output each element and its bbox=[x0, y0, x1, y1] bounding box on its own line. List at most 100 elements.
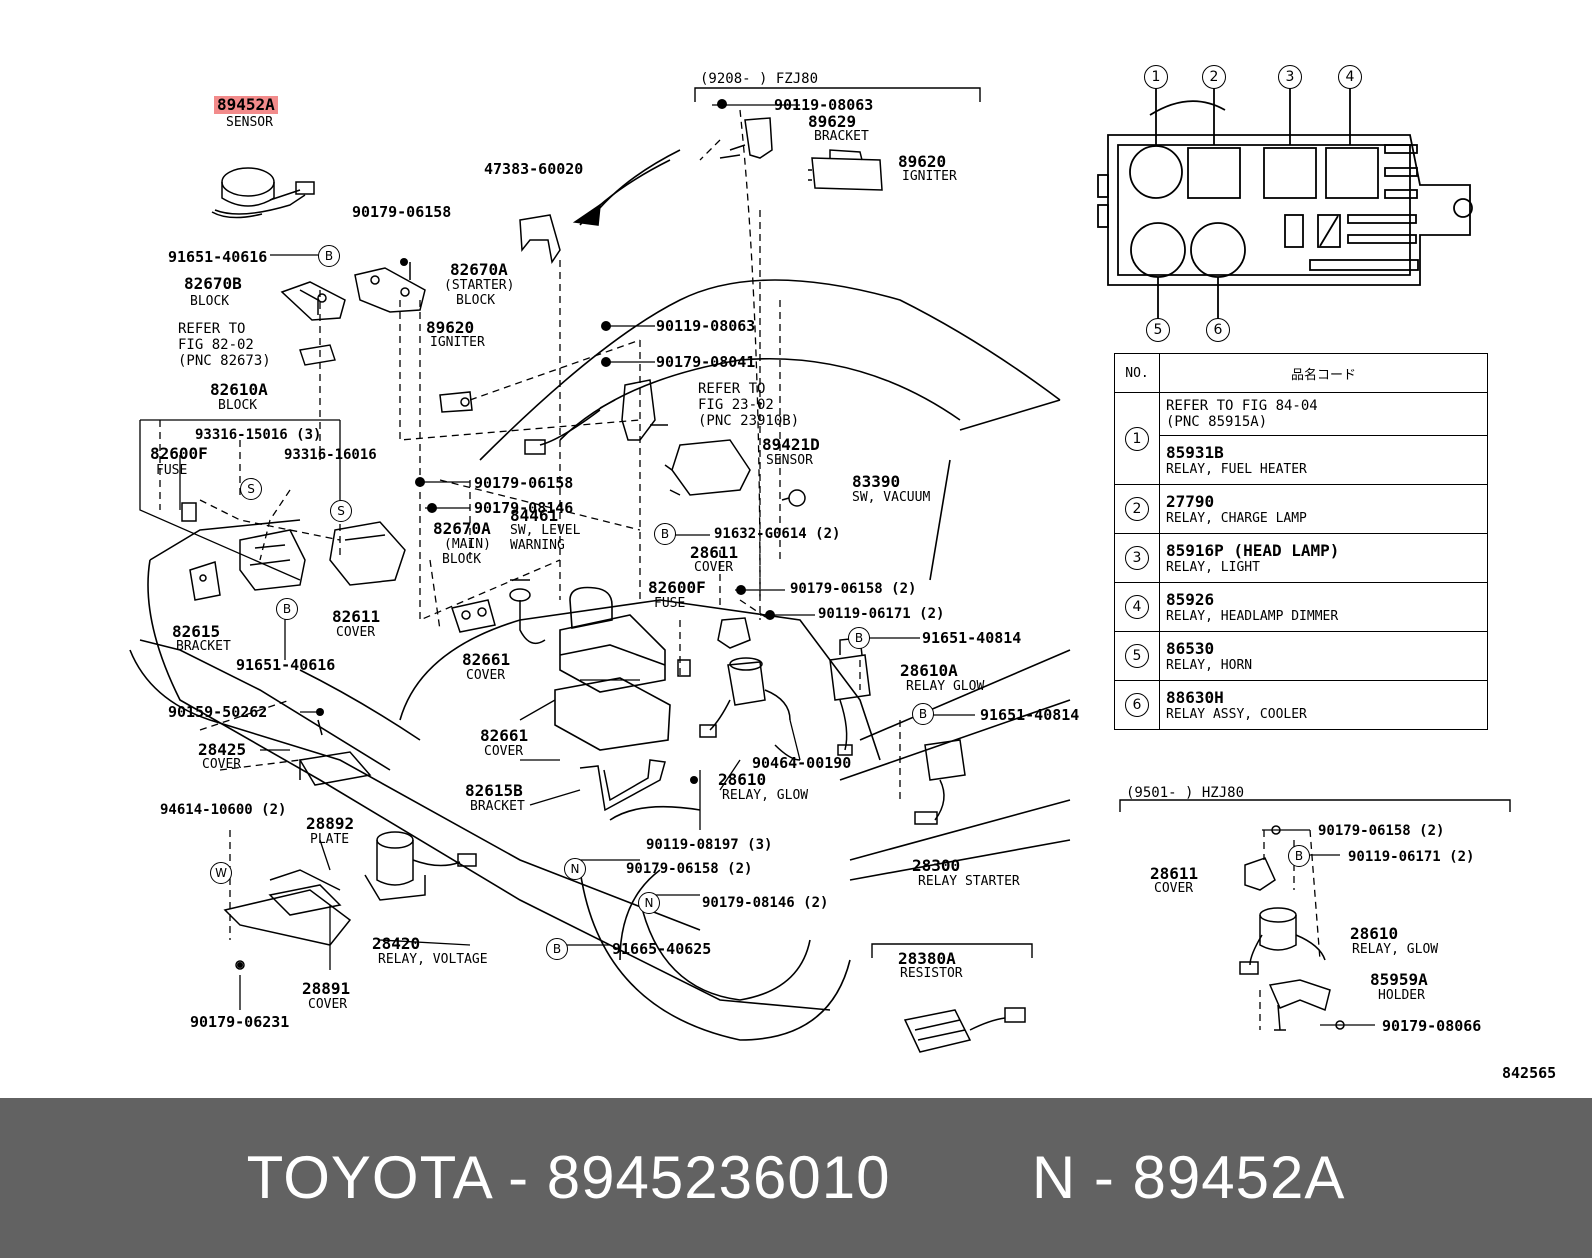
part-90179-06158-2a: 90179-06158 (2) bbox=[790, 581, 917, 597]
part-89452A-highlight[interactable]: 89452A bbox=[214, 96, 278, 114]
row-number: 1 bbox=[1125, 426, 1149, 451]
table-cell-no: 6 bbox=[1114, 680, 1160, 730]
part-28611-mid: 28611 bbox=[690, 543, 739, 562]
part-82600F-mid-name: FUSE bbox=[654, 596, 686, 611]
part-28425: 28425 bbox=[198, 740, 247, 759]
part-82615: 82615 bbox=[172, 622, 221, 641]
part-90179-06158-2c: 90179-06158 (2) bbox=[1318, 823, 1445, 839]
refer-fig23-line1: REFER TO bbox=[698, 381, 766, 397]
table-cell-desc: 86530 RELAY, HORN bbox=[1159, 631, 1488, 681]
part-28611-mid-name: COVER bbox=[694, 560, 734, 575]
part-90179-06231: 90179-06231 bbox=[190, 1013, 290, 1031]
marker-b: B bbox=[546, 938, 568, 960]
part-90119-08063-a: 90119-08063 bbox=[774, 96, 874, 114]
refer-fig23-line2: FIG 23-02 bbox=[698, 397, 774, 413]
marker-b: B bbox=[1288, 845, 1310, 867]
part-82670A-main: 82670A bbox=[433, 519, 491, 538]
table-row: 3 85916P (HEAD LAMP) RELAY, LIGHT bbox=[1114, 533, 1488, 583]
table-cell-desc: 85926 RELAY, HEADLAMP DIMMER bbox=[1159, 582, 1488, 632]
marker-b: B bbox=[276, 598, 298, 620]
marker-b: B bbox=[848, 627, 870, 649]
part-28610A: 28610A bbox=[900, 661, 958, 680]
part-89629-name: BRACKET bbox=[814, 129, 869, 144]
part-82611: 82611 bbox=[332, 607, 381, 626]
part-90179-06158-top: 90179-06158 bbox=[352, 203, 452, 221]
part-28610A-name: RELAY GLOW bbox=[906, 679, 985, 694]
row-part: 27790 bbox=[1166, 492, 1215, 511]
relay-box-number: 4 bbox=[1338, 65, 1362, 89]
table-cell-no: 5 bbox=[1114, 631, 1160, 681]
row-desc: RELAY, HEADLAMP DIMMER bbox=[1166, 609, 1339, 624]
part-28891-name: COVER bbox=[308, 997, 348, 1012]
marker-s: S bbox=[330, 500, 352, 522]
part-93316-15016: 93316-15016 (3) bbox=[195, 427, 322, 443]
part-90159-50262: 90159-50262 bbox=[168, 703, 268, 721]
refer-fig23-line3: (PNC 23910B) bbox=[698, 413, 800, 429]
hzj80-header: (9501- ) HZJ80 bbox=[1126, 785, 1245, 801]
part-28611-right-name: COVER bbox=[1154, 881, 1194, 896]
part-82600F-mid: 82600F bbox=[648, 578, 706, 597]
part-84461-l2: SW, LEVEL bbox=[510, 523, 581, 538]
part-90179-08066: 90179-08066 bbox=[1382, 1017, 1482, 1035]
row-number: 3 bbox=[1125, 546, 1149, 570]
row-part: 85916P (HEAD LAMP) bbox=[1166, 541, 1340, 560]
part-82670A-main-l3: BLOCK bbox=[442, 552, 482, 567]
table-cell-desc: 85931B RELAY, FUEL HEATER bbox=[1159, 435, 1488, 485]
part-82661-a: 82661 bbox=[462, 650, 511, 669]
table-header-no: NO. bbox=[1114, 353, 1160, 393]
refer-fig82-line1: REFER TO bbox=[178, 321, 246, 337]
part-93316-16016: 93316-16016 bbox=[284, 447, 377, 463]
table-cell-desc: 27790 RELAY, CHARGE LAMP bbox=[1159, 484, 1488, 534]
table-cell-desc: 88630H RELAY ASSY, COOLER bbox=[1159, 680, 1488, 730]
row-desc: RELAY, FUEL HEATER bbox=[1166, 462, 1307, 477]
table-row: 5 86530 RELAY, HORN bbox=[1114, 631, 1488, 681]
row-desc: RELAY, CHARGE LAMP bbox=[1166, 511, 1307, 526]
part-91651-40814-b: 91651-40814 bbox=[980, 706, 1080, 724]
figure-number: 842565 bbox=[1502, 1064, 1557, 1082]
part-28380A-name: RESISTOR bbox=[900, 966, 963, 981]
part-90464-00190: 90464-00190 bbox=[752, 754, 852, 772]
part-90179-06158-2b: 90179-06158 (2) bbox=[626, 861, 753, 877]
refer-fig82-line3: (PNC 82673) bbox=[178, 353, 271, 369]
part-28420-name: RELAY, VOLTAGE bbox=[378, 952, 488, 967]
part-82661-b: 82661 bbox=[480, 726, 529, 745]
part-28611-right: 28611 bbox=[1150, 864, 1199, 883]
part-90119-08063-b: 90119-08063 bbox=[656, 317, 756, 335]
row-desc: RELAY ASSY, COOLER bbox=[1166, 707, 1307, 722]
part-28300: 28300 bbox=[912, 856, 961, 875]
part-28892-name: PLATE bbox=[310, 832, 350, 847]
part-82670B: 82670B bbox=[184, 274, 242, 293]
part-28610-right: 28610 bbox=[1350, 924, 1399, 943]
part-47383-60020: 47383-60020 bbox=[484, 160, 584, 178]
marker-b: B bbox=[912, 703, 934, 725]
table-cell-no: 1 bbox=[1114, 392, 1160, 485]
part-90179-08041: 90179-08041 bbox=[656, 353, 756, 371]
part-28425-name: COVER bbox=[202, 757, 242, 772]
part-90179-06158-mid: 90179-06158 bbox=[474, 474, 574, 492]
part-90119-08197: 90119-08197 (3) bbox=[646, 837, 773, 853]
part-28892: 28892 bbox=[306, 814, 355, 833]
table-row: 1 REFER TO FIG 84-04 (PNC 85915A) bbox=[1114, 392, 1488, 485]
row-desc: RELAY, LIGHT bbox=[1166, 560, 1260, 575]
part-85959A: 85959A bbox=[1370, 970, 1428, 989]
row-number: 4 bbox=[1125, 595, 1149, 619]
part-28300-name: RELAY STARTER bbox=[918, 874, 1020, 889]
part-82670B-name: BLOCK bbox=[190, 294, 230, 309]
table-cell-desc: 85916P (HEAD LAMP) RELAY, LIGHT bbox=[1159, 533, 1488, 583]
part-82670A-starter-l3: BLOCK bbox=[456, 293, 496, 308]
row-part: 85931B bbox=[1166, 443, 1224, 462]
relay-reference-table: NO. 品名コード 1 REFER TO FIG 84-04 (PNC 8591… bbox=[1114, 353, 1488, 730]
row-desc: (PNC 85915A) bbox=[1166, 414, 1268, 430]
marker-n: N bbox=[564, 858, 586, 880]
table-cell-no: 2 bbox=[1114, 484, 1160, 534]
table-cell-no: 3 bbox=[1114, 533, 1160, 583]
table-cell-desc: REFER TO FIG 84-04 (PNC 85915A) bbox=[1159, 392, 1488, 436]
table-row: 4 85926 RELAY, HEADLAMP DIMMER bbox=[1114, 582, 1488, 632]
part-91651-40616-top: 91651-40616 bbox=[168, 248, 268, 266]
part-89452A-name: SENSOR bbox=[226, 115, 273, 130]
part-28610-mid-name: RELAY, GLOW bbox=[722, 788, 809, 803]
row-part: 85926 bbox=[1166, 590, 1215, 609]
row-part: 88630H bbox=[1166, 688, 1224, 707]
parts-diagram: 89452A SENSOR 91651-40616 B 82670B BLOCK… bbox=[129, 65, 1557, 1082]
row-desc: RELAY, HORN bbox=[1166, 658, 1253, 673]
